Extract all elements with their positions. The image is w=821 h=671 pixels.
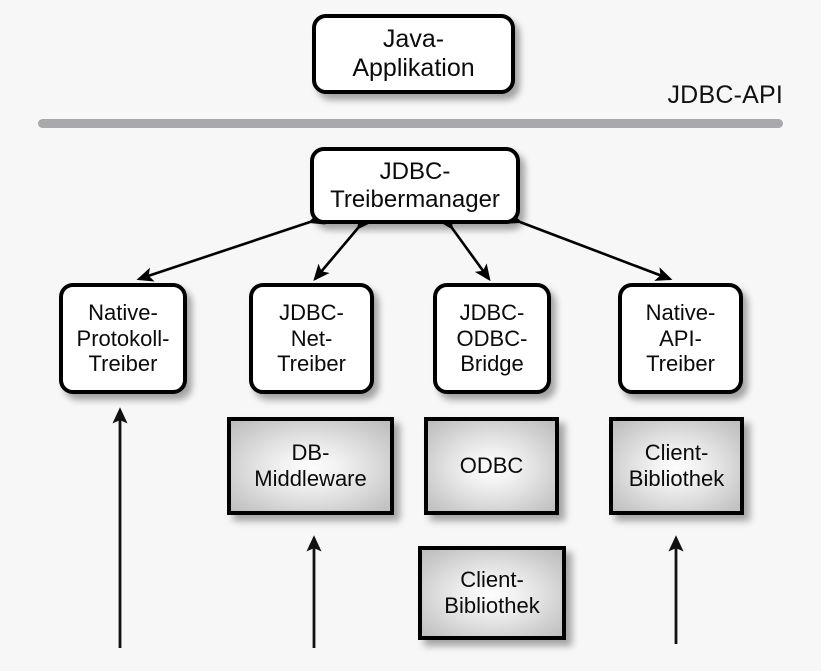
node-client-bibliothek-right-label: Client- Bibliothek xyxy=(628,440,725,491)
node-native-protokoll-treiber-label: Native- Protokoll- Treiber xyxy=(76,300,170,377)
jdbc-api-separator-bar xyxy=(38,119,783,128)
node-java-application-label: Java- Applikation xyxy=(352,25,475,82)
arrow-manager-native-api xyxy=(504,210,673,281)
node-db-middleware[interactable]: DB- Middleware xyxy=(227,417,394,515)
node-odbc[interactable]: ODBC xyxy=(424,417,559,515)
node-native-api-treiber[interactable]: Native- API- Treiber xyxy=(618,283,743,394)
node-java-application[interactable]: Java- Applikation xyxy=(312,14,515,94)
node-client-bibliothek-bottom-label: Client- Bibliothek xyxy=(444,567,540,618)
node-native-api-treiber-label: Native- API- Treiber xyxy=(645,300,716,377)
jdbc-api-label: JDBC-API xyxy=(667,81,783,109)
node-jdbc-net-treiber[interactable]: JDBC- Net- Treiber xyxy=(249,283,374,394)
arrow-manager-jdbc-odbc xyxy=(437,212,491,282)
node-client-bibliothek-bottom[interactable]: Client- Bibliothek xyxy=(418,546,566,640)
node-native-protokoll-treiber[interactable]: Native- Protokoll- Treiber xyxy=(59,283,187,394)
node-jdbc-treibermanager-label: JDBC- Treibermanager xyxy=(330,157,500,213)
node-jdbc-odbc-bridge-label: JDBC- ODBC- Bridge xyxy=(456,300,528,377)
node-odbc-label: ODBC xyxy=(459,453,524,479)
node-jdbc-treibermanager[interactable]: JDBC- Treibermanager xyxy=(310,147,520,224)
node-jdbc-odbc-bridge[interactable]: JDBC- ODBC- Bridge xyxy=(433,283,551,394)
node-db-middleware-label: DB- Middleware xyxy=(254,440,367,491)
node-jdbc-net-treiber-label: JDBC- Net- Treiber xyxy=(277,300,346,377)
arrow-manager-jdbc-net xyxy=(313,212,373,281)
arrow-manager-native-protokoll xyxy=(136,210,326,282)
node-client-bibliothek-right[interactable]: Client- Bibliothek xyxy=(609,417,744,515)
